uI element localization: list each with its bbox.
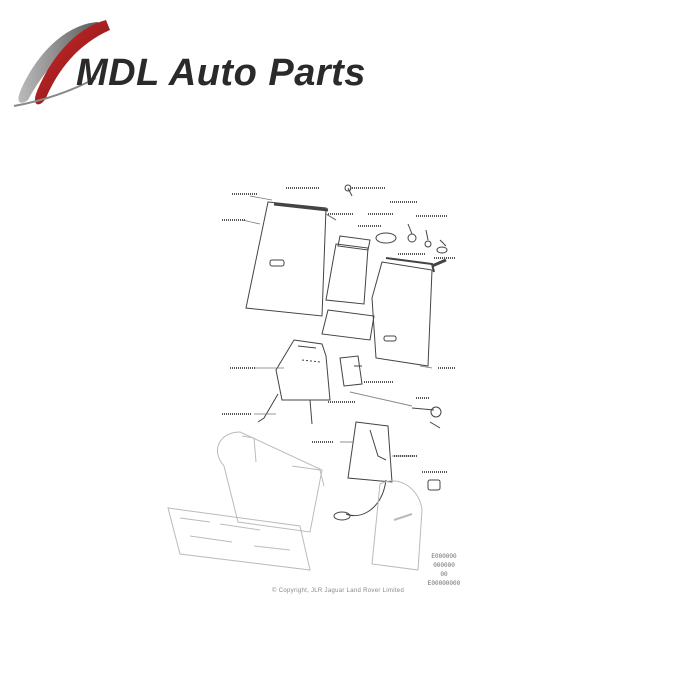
code-line: 000000 bbox=[433, 562, 455, 569]
seat-back-left-panel bbox=[245, 201, 329, 317]
brand-name: MDL Auto Parts bbox=[76, 52, 366, 95]
brand-name-mdl: MDL bbox=[76, 52, 160, 94]
rear-seat-exploded-parts-diagram bbox=[167, 184, 456, 571]
callout-leaders bbox=[241, 195, 433, 457]
seat-back-middle-panel bbox=[325, 235, 371, 305]
code-line: E00000000 bbox=[427, 580, 461, 587]
callout-labels bbox=[222, 187, 456, 473]
brand-name-rest: Auto Parts bbox=[159, 52, 366, 94]
code-line: 00 bbox=[440, 571, 448, 578]
seat-back-frame bbox=[257, 339, 331, 425]
code-line: E000000 bbox=[431, 553, 457, 560]
release-lever bbox=[349, 391, 442, 429]
recliner-mechanism bbox=[333, 421, 393, 521]
brand-swoosh-icon bbox=[13, 20, 110, 107]
seat-back-right-panel bbox=[371, 257, 435, 367]
diagram-copyright: © Copyright, JLR Jaguar Land Rover Limit… bbox=[272, 588, 405, 594]
brand-logo: MDL Auto Parts bbox=[6, 14, 366, 124]
lower-cushion-panel bbox=[321, 309, 375, 341]
small-cap-part bbox=[427, 479, 441, 491]
rear-seat-ghost-outline bbox=[167, 431, 423, 571]
diagram-code-block: E000000 000000 00 E00000000 bbox=[424, 552, 464, 588]
latch-bracket bbox=[339, 355, 363, 387]
head-restraint-guides bbox=[375, 223, 448, 268]
